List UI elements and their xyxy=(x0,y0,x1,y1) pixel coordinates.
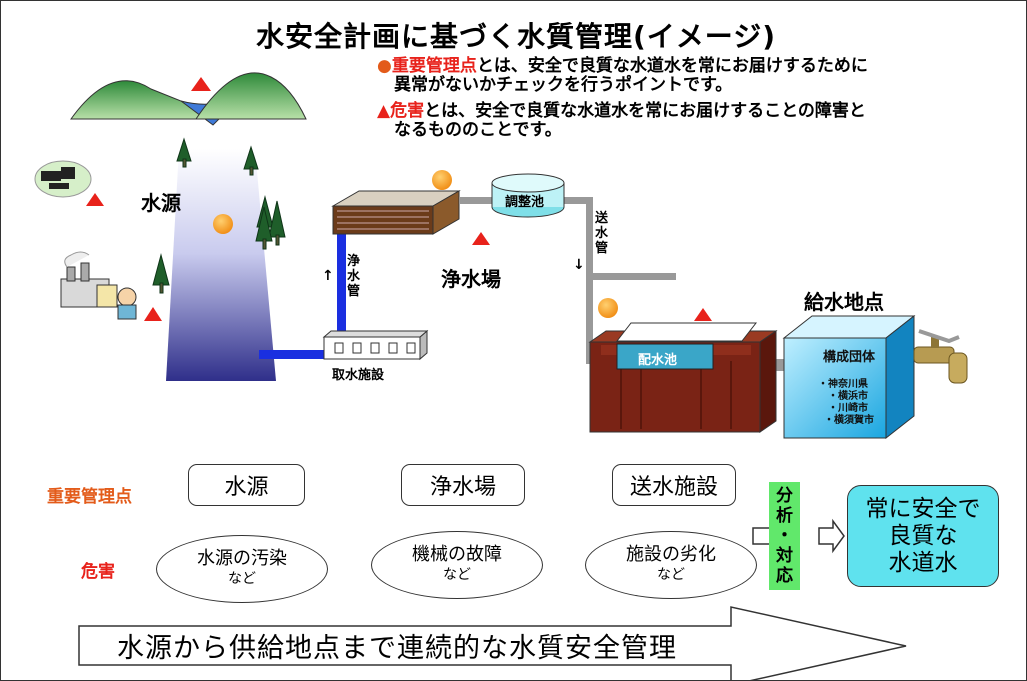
hazard-term: 危害 xyxy=(390,101,425,121)
water-source-label: 水源 xyxy=(141,191,181,215)
result-line: 常に安全で xyxy=(865,495,981,522)
intake-facility xyxy=(322,329,429,361)
pipe-char: 管 xyxy=(347,284,361,299)
pipe-char: 水 xyxy=(347,269,361,284)
supply-point-label: 給水地点 xyxy=(804,290,884,314)
hazard-triangle-icon xyxy=(144,307,162,321)
tree-icon xyxy=(152,137,286,294)
hazard-ellipse: 水源の汚染 など xyxy=(156,535,328,603)
member-item: ・横浜市 xyxy=(828,391,868,402)
analysis-char: 析 xyxy=(776,506,793,526)
hazard-sub: など xyxy=(657,567,685,583)
hazard-triangle-icon xyxy=(86,193,104,206)
intake-label: 取水施設 xyxy=(332,368,385,383)
page-title: 水安全計画に基づく水質管理(イメージ) xyxy=(256,20,777,53)
continuous-management-text: 水源から供給地点まで連続的な水質安全管理 xyxy=(117,633,677,664)
faucet-icon xyxy=(913,329,968,384)
hazard-note: ▲危害とは、安全で良質な水道水を常にお届けすることの障害と xyxy=(377,102,866,121)
supply-point-box xyxy=(782,314,916,440)
hazard-main: 水源の汚染 xyxy=(197,548,287,569)
ccp-item: 水源 xyxy=(188,464,305,506)
purified-pipe-label: 浄 水 管 xyxy=(347,254,360,299)
safe-water-result: 常に安全で 良質な 水道水 xyxy=(847,485,999,587)
hazard-bullet-icon: ▲ xyxy=(377,101,391,121)
member-item: ・神奈川県 xyxy=(818,379,868,390)
members-title: 構成団体 xyxy=(822,350,875,365)
hazard-triangle-icon xyxy=(191,77,211,91)
analysis-char: ・ xyxy=(776,526,793,546)
treatment-plant-label: 浄水場 xyxy=(441,267,501,291)
analysis-char: 分 xyxy=(776,486,793,506)
member-item: ・横須賀市 xyxy=(824,415,874,426)
hazard-triangle-icon xyxy=(694,308,712,321)
hazard-ellipse: 機械の故障 など xyxy=(371,531,543,599)
analysis-char: 応 xyxy=(776,566,793,586)
hazard-ellipse: 施設の劣化 など xyxy=(585,531,757,599)
pipe-char: 水 xyxy=(595,226,609,241)
hazard-text-line1: とは、安全で良質な水道水を常にお届けすることの障害と xyxy=(424,101,866,121)
cattle-icon xyxy=(34,160,92,198)
adjust-pond xyxy=(491,173,565,218)
ccp-text-line1: とは、安全で良質な水道水を常にお届けするために xyxy=(476,56,868,76)
down-arrow: ↓ xyxy=(573,257,585,273)
continuous-management-arrow xyxy=(78,606,907,680)
hazard-sub: など xyxy=(228,571,256,587)
purified-pipe xyxy=(337,217,346,337)
ccp-item: 送水施設 xyxy=(612,464,736,506)
ccp-term: 重要管理点 xyxy=(391,56,477,76)
ccp-note: ●重要管理点とは、安全で良質な水道水を常にお届けするために xyxy=(377,57,868,76)
hazard-text-line2: なるもののことです。 xyxy=(394,120,562,140)
ccp-text-line2: 異常がないかチェックを行うポイントです。 xyxy=(394,75,733,95)
ccp-row-label: 重要管理点 xyxy=(47,487,132,507)
analysis-response-box: 分 析 ・ 対 応 xyxy=(769,482,800,590)
distribution-pond-label: 配水池 xyxy=(638,353,678,368)
up-arrow: ↑ xyxy=(322,268,334,284)
treatment-plant xyxy=(331,190,461,235)
ccp-dot-icon xyxy=(598,298,618,318)
member-item: ・川崎市 xyxy=(828,403,868,414)
result-line: 水道水 xyxy=(888,549,958,576)
hazard-main: 機械の故障 xyxy=(412,544,502,565)
result-line: 良質な xyxy=(888,522,958,549)
pipe-char: 送 xyxy=(595,211,609,226)
pipe-char: 管 xyxy=(595,241,609,256)
intake-pipe xyxy=(259,350,329,359)
transmission-pipe-label: 送 水 管 xyxy=(595,211,608,256)
ccp-item: 浄水場 xyxy=(401,464,525,506)
distribution-basin xyxy=(588,322,778,433)
member-list: 構成団体 ・神奈川県 ・横浜市 ・川崎市 ・横須賀市 xyxy=(784,338,914,438)
water-source-column xyxy=(166,149,276,381)
mountain-icon xyxy=(70,72,307,126)
hazard-main: 施設の劣化 xyxy=(626,544,716,565)
hazard-triangle-icon xyxy=(472,232,490,245)
ccp-dot-icon xyxy=(213,214,233,234)
ccp-bullet-icon: ● xyxy=(377,56,392,76)
pipe-char: 浄 xyxy=(347,254,361,269)
adjust-pond-label: 調整池 xyxy=(505,195,545,210)
factory-icon xyxy=(60,251,137,320)
hazard-row-label: 危害 xyxy=(81,562,115,582)
ccp-dot-icon xyxy=(432,170,452,190)
analysis-char: 対 xyxy=(776,546,793,566)
hazard-sub: など xyxy=(443,567,471,583)
